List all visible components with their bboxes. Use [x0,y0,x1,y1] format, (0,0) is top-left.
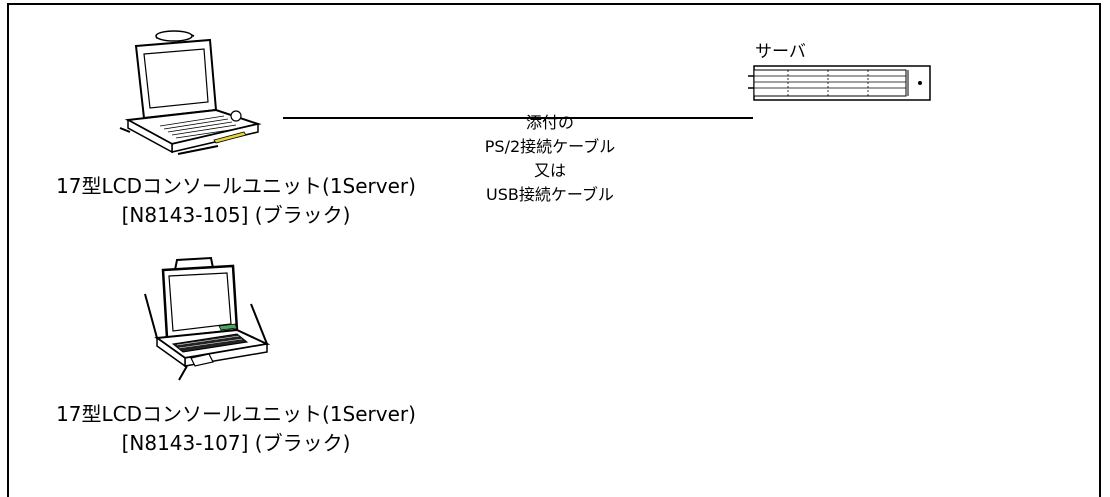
unit-label-n8143-107: 17型LCDコンソールユニット(1Server) [N8143-107] (ブラ… [56,402,416,455]
connection-cable [283,117,753,119]
diagram-frame [7,3,1101,497]
server-icon [748,65,931,101]
lcd-console-unit-icon [144,256,271,381]
server-label: サーバ [755,42,806,62]
unit-label-n8143-105: 17型LCDコンソールユニット(1Server) [N8143-105] (ブラ… [56,174,416,227]
cable-label: 添付の PS/2接続ケーブル 又は USB接続ケーブル [484,113,616,204]
lcd-console-unit-icon [119,30,262,155]
